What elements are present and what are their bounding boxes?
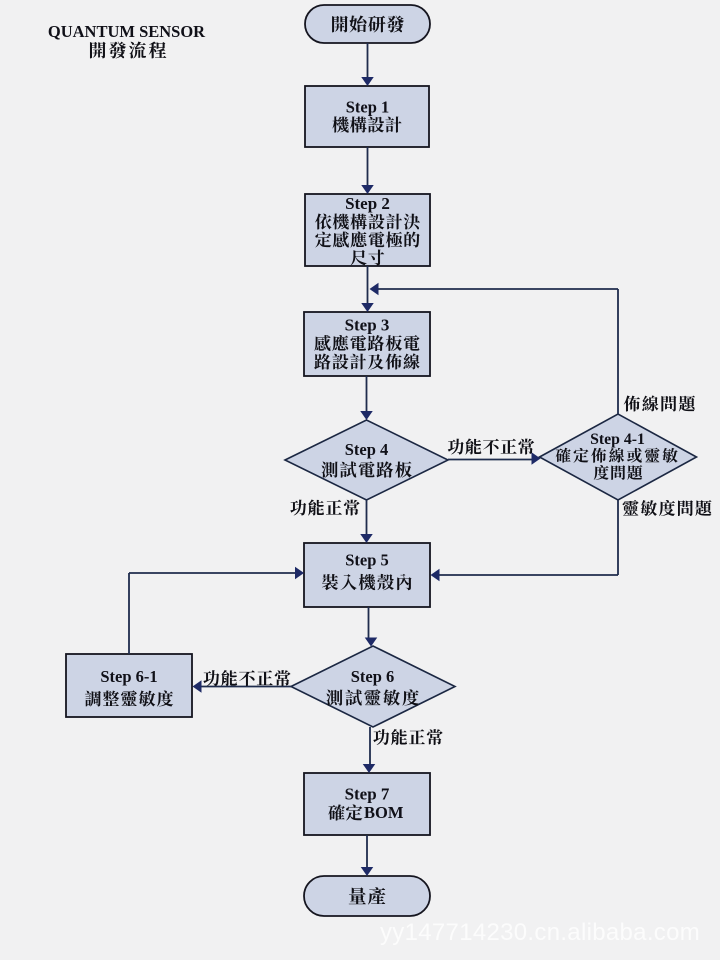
svg-text:QUANTUM SENSOR: QUANTUM SENSOR <box>48 22 206 41</box>
svg-text:Step 4: Step 4 <box>345 440 389 459</box>
svg-text:Step 2: Step 2 <box>345 194 390 213</box>
svg-text:Step 6-1: Step 6-1 <box>100 667 157 686</box>
svg-text:Step 1: Step 1 <box>346 98 390 117</box>
svg-text:Step 5: Step 5 <box>345 551 389 570</box>
svg-text:Step 4-1: Step 4-1 <box>590 431 645 448</box>
svg-text:Step 7: Step 7 <box>345 784 390 803</box>
svg-text:BOM: BOM <box>364 803 404 822</box>
svg-text:yy147714230.cn.alibaba.com: yy147714230.cn.alibaba.com <box>380 919 700 946</box>
svg-text:Step 3: Step 3 <box>345 315 390 334</box>
svg-text:Step 6: Step 6 <box>351 667 395 686</box>
